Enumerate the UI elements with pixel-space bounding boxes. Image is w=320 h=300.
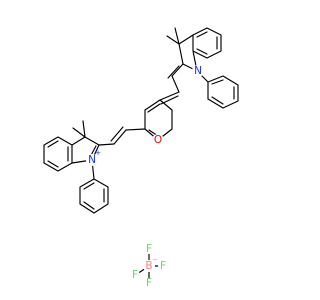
upper-ring-bond-a [178,34,194,45]
upper-n-mask [192,65,204,77]
left-ring-bond-a [71,136,86,146]
left-nitrogen-charge: + [95,149,101,157]
left-ring-bond-b [84,136,100,146]
upper-indoline-fragment [166,27,239,109]
left-n-mask [86,154,98,166]
left-vinyl-bond-2 [113,129,127,145]
central-pyran-fragment [144,91,180,141]
left-methyl-1 [72,127,86,138]
f-top-mask [144,244,154,254]
left-benzene-double-bond-1 [47,140,59,148]
fluorine-bottom-label: F [146,277,152,289]
pyran-exocyclic-bond-1 [159,91,180,101]
fluorine-top-label: F [146,243,152,255]
left-phenyl-ring [79,178,109,214]
f-bottom-mask [144,278,154,288]
left-vinyl-linker [98,126,146,146]
left-vinyl-bond-3 [98,143,115,146]
fluorine-right-label: F [160,260,166,272]
oxygen-label: O [154,134,162,146]
upper-phenyl-double-bond-3 [211,96,224,105]
left-phenyl-double-bond-2 [83,201,95,210]
left-methyl-2 [82,120,86,138]
fluorine-left-label: F [132,269,138,281]
upper-phenyl-double-bond-1 [211,79,224,85]
left-indolium-fragment [43,120,109,214]
upper-methyl-2 [174,27,180,45]
upper-benzene-double-bond-1 [196,31,208,38]
oxygen-mask [152,134,164,146]
upper-phenyl-ring [207,75,239,109]
molecule-diagram: N O N + B − F F F F [43,27,239,289]
chemical-structure-canvas: N O N + B − F F F F [43,27,239,289]
boron-label: B [145,260,152,272]
boron-mask [143,260,155,272]
f-right-mask [158,261,168,271]
upper-vinyl-bond-2 [171,75,180,93]
upper-ring-bond-b [178,43,184,65]
pyran-double-bond-1 [147,103,161,113]
boron-charge: − [152,256,158,264]
upper-methyl-1 [166,35,180,45]
left-vinyl-double-offset [110,126,124,142]
upper-vinyl-double-offset-1 [167,65,180,79]
upper-benzene-double-bond-3 [196,48,208,55]
left-phenyl-double-bond-1 [83,182,95,190]
left-nitrogen-label: N [88,154,96,166]
f-left-mask [130,270,140,280]
upper-nitrogen-label: N [194,65,202,77]
left-benzene-double-bond-2 [47,160,59,168]
upper-vinyl-bond-1 [171,63,184,77]
left-vinyl-bond-1 [125,128,146,131]
